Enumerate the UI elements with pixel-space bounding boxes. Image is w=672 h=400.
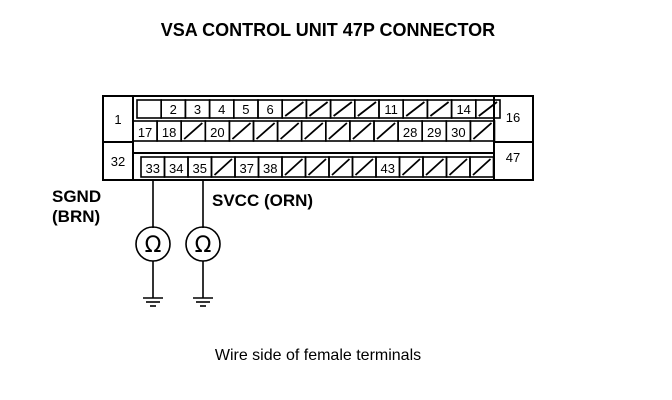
unused-terminal-slash	[429, 101, 450, 117]
terminal-number: 14	[456, 102, 470, 117]
unused-terminal-slash	[472, 158, 492, 176]
svcc-label: SVCC (ORN)	[212, 191, 313, 210]
unused-terminal-slash	[213, 158, 233, 176]
terminal-cell	[469, 156, 495, 178]
unused-terminal-slash	[354, 158, 374, 176]
terminal-number: 33	[146, 161, 160, 176]
unused-terminal-slash	[284, 101, 304, 117]
unused-terminal-slash	[280, 122, 300, 140]
terminal-cell	[474, 99, 501, 119]
terminal-number: 4	[218, 102, 225, 117]
connector-outline	[102, 95, 534, 181]
unused-terminal-slash	[352, 122, 372, 140]
terminal-number: 17	[138, 125, 152, 140]
terminal-number: 20	[210, 125, 224, 140]
terminal-number: 6	[266, 102, 273, 117]
ohm-icon: Ω	[145, 233, 162, 258]
terminal-number: 28	[403, 125, 417, 140]
terminal-number: 3	[194, 102, 201, 117]
unused-terminal-slash	[357, 101, 377, 117]
terminal-number: 11	[384, 102, 398, 117]
terminal-number: 30	[451, 125, 465, 140]
unused-terminal-slash	[478, 101, 498, 117]
unused-terminal-slash	[448, 158, 468, 176]
unused-terminal-slash	[308, 101, 329, 117]
pin-16-label: 16	[506, 110, 520, 125]
terminal-number: 34	[169, 161, 183, 176]
unused-terminal-slash	[333, 101, 353, 117]
terminal-number: 5	[242, 102, 249, 117]
terminal-number: 18	[162, 125, 176, 140]
diagram-title: VSA CONTROL UNIT 47P CONNECTOR	[161, 20, 495, 40]
meter-group: Ω Ω SGND (BRN) SVCC (ORN)	[52, 180, 313, 307]
terminal-cell	[469, 120, 496, 142]
unused-terminal-slash	[183, 122, 203, 140]
terminal-number: 29	[427, 125, 441, 140]
pin-1-label: 1	[114, 112, 121, 127]
terminal-cell	[136, 99, 163, 119]
unused-terminal-slash	[472, 122, 493, 140]
sgnd-label: SGND	[52, 187, 101, 206]
unused-terminal-slash	[376, 122, 396, 140]
terminal-number: 2	[170, 102, 177, 117]
unused-terminal-slash	[331, 158, 351, 176]
sgnd-color-label: (BRN)	[52, 207, 100, 226]
diagram-caption: Wire side of female terminals	[215, 347, 421, 364]
terminal-number: 43	[381, 161, 395, 176]
unused-terminal-slash	[425, 158, 445, 176]
ohm-icon: Ω	[195, 233, 212, 258]
unused-terminal-slash	[284, 158, 304, 176]
pin-47-label: 47	[506, 150, 520, 165]
unused-terminal-slash	[307, 158, 327, 176]
unused-terminal-slash	[255, 122, 276, 140]
unused-terminal-slash	[405, 101, 425, 117]
pin-32-label: 32	[111, 154, 125, 169]
unused-terminal-slash	[304, 122, 324, 140]
unused-terminal-slash	[328, 122, 348, 140]
unused-terminal-slash	[231, 122, 252, 140]
terminal-number: 35	[193, 161, 207, 176]
unused-terminal-slash	[401, 158, 421, 176]
terminal-number: 37	[240, 161, 254, 176]
terminal-number: 38	[263, 161, 277, 176]
